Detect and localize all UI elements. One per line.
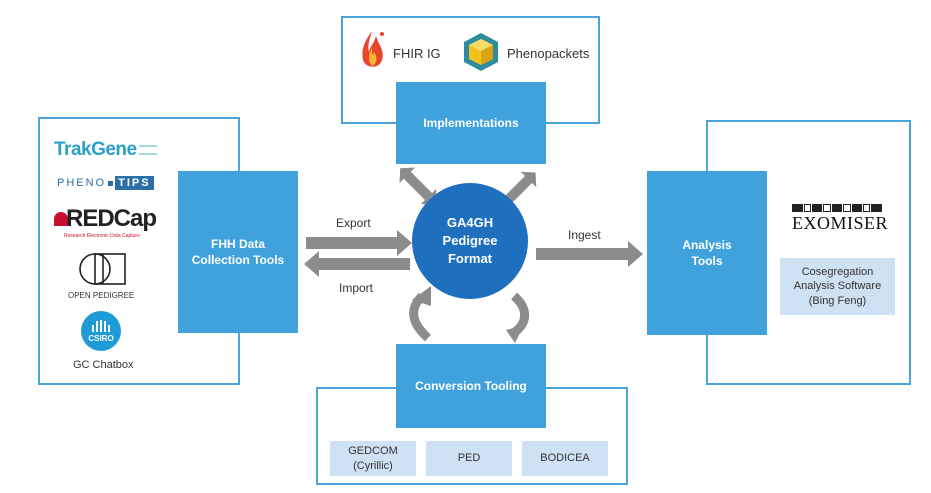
csiro-logo: CSIRO: [81, 311, 121, 351]
format-gedcom: GEDCOM (Cyrillic): [330, 441, 416, 476]
ga4gh-label: GA4GH Pedigree Format: [442, 214, 498, 267]
redcap-hat-icon: [54, 212, 68, 226]
format-bodicea: BODICEA: [522, 441, 608, 476]
redcap-logo: REDCap Research Electronic Data Capture: [54, 205, 157, 239]
export-label: Export: [336, 216, 371, 230]
open-pedigree-label: OPEN PEDIGREE: [68, 291, 135, 300]
ga4gh-pedigree-format: GA4GH Pedigree Format: [412, 183, 528, 299]
ingest-label: Ingest: [568, 228, 601, 242]
exomiser-bars-icon: [792, 204, 883, 212]
import-label: Import: [339, 281, 374, 295]
format-ped: PED: [426, 441, 512, 476]
impl-left-arrow: [399, 167, 437, 205]
fhir-flame-icon: [358, 30, 386, 72]
collection-tools-box: FHH Data Collection Tools: [178, 171, 298, 333]
trakgene-lines-icon: [138, 145, 157, 155]
cosegregation-tool: Cosegregation Analysis Software (Bing Fe…: [780, 258, 895, 315]
open-pedigree-icon: [78, 252, 128, 291]
phenotips-dot-icon: [108, 180, 114, 186]
implementations-box: Implementations: [396, 82, 546, 164]
export-arrow: [306, 230, 412, 256]
trakgene-logo: TrakGene: [54, 137, 157, 163]
csiro-bars-icon: [92, 319, 110, 332]
phenopackets-label: Phenopackets: [507, 46, 590, 61]
exomiser-logo: EXOMISER: [792, 204, 888, 234]
phenopackets-cube-icon: [462, 32, 500, 72]
analysis-tools-box: Analysis Tools: [647, 171, 767, 335]
gc-chatbox-label: GC Chatbox: [73, 359, 134, 371]
ingest-arrow: [536, 241, 643, 267]
conversion-tooling-box: Conversion Tooling: [396, 344, 546, 428]
phenotips-logo: PHENO TIPS: [57, 176, 154, 190]
import-arrow: [304, 251, 410, 277]
fhir-ig-label: FHIR IG: [393, 46, 441, 61]
